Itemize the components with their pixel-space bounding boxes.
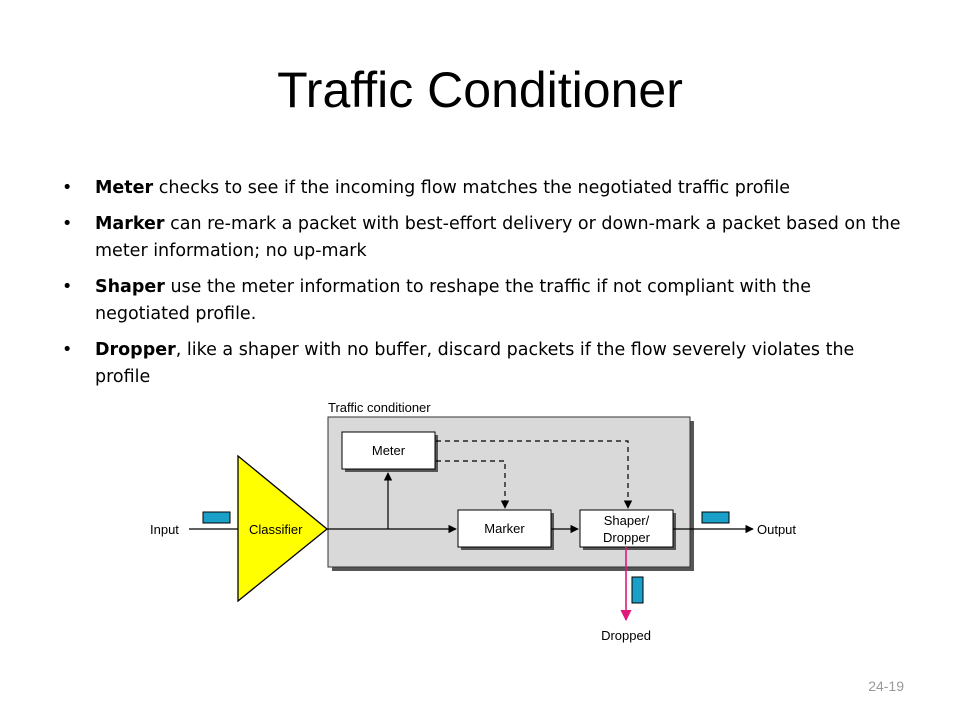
slide-title: Traffic Conditioner [277,62,683,118]
bullet-term: Dropper [95,340,176,360]
output-label: Output [757,522,796,537]
meter-box [341,431,436,470]
meter-label: Meter [372,443,406,458]
dropped-packet [631,576,644,604]
page-number: 24-19 [868,678,904,694]
bullet-text: , like a shaper with no buffer, discard … [95,340,855,387]
input-label: Input [150,522,179,537]
bullet-list: Meter checks to see if the incoming flow… [62,175,902,400]
bullet-term: Marker [95,214,165,234]
dropped-label: Dropped [601,628,651,643]
bullet-term: Meter [95,178,154,198]
bullet-text: checks to see if the incoming flow match… [153,178,791,198]
bullet-dropper: Dropper, like a shaper with no buffer, d… [62,337,902,391]
bullet-text: can re-mark a packet with best-effort de… [95,214,901,261]
classifier-label: Classifier [249,522,303,537]
shaper-label-line2: Dropper [603,530,651,545]
output-packet [701,511,730,524]
shaper-dropper-box [579,509,674,548]
shaper-label-line1: Shaper/ [604,513,650,528]
classifier-triangle [237,454,329,603]
meter-to-shaper-dashed-line [436,440,633,509]
bullet-text: use the meter information to reshape the… [95,277,811,324]
marker-label: Marker [484,521,525,536]
bullet-shaper: Shaper use the meter information to resh… [62,274,902,328]
bullet-marker: Marker can re-mark a packet with best-ef… [62,211,902,265]
meter-to-marker-dashed-line [436,460,510,509]
bullet-term: Shaper [95,277,165,297]
bullet-meter: Meter checks to see if the incoming flow… [62,175,902,202]
input-packet [202,511,231,524]
container-label: Traffic conditioner [328,400,431,415]
